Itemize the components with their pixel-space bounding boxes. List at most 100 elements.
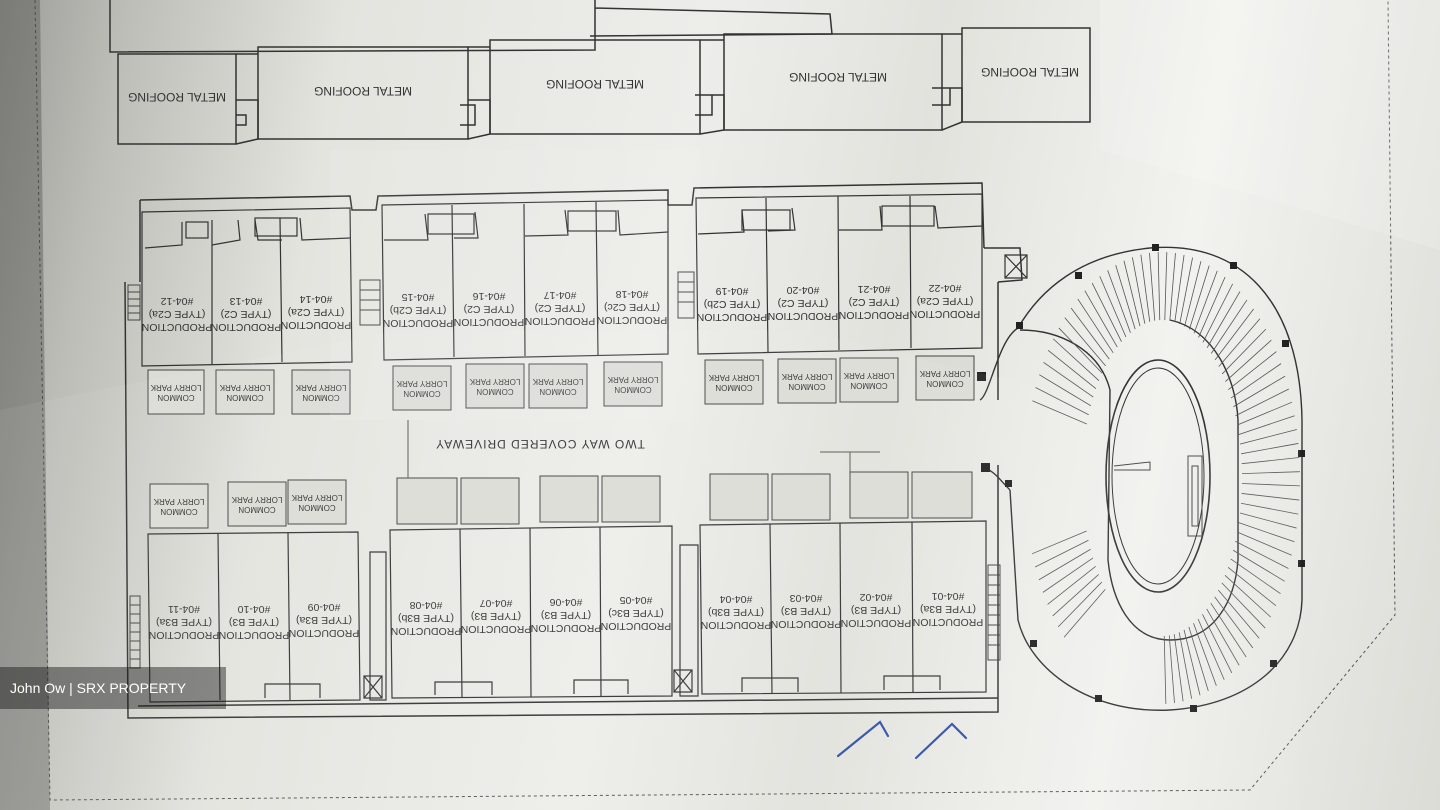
unit-use: PRODUCTION	[841, 617, 912, 629]
ramp-markers	[977, 244, 1305, 712]
unit-number: #04-21	[857, 283, 890, 295]
ramp-tread-line	[1179, 257, 1193, 325]
ramp-tread-line	[1077, 298, 1114, 354]
ramp-tread-line	[1239, 512, 1297, 529]
ramp-tread-line	[1240, 502, 1299, 515]
paper-border	[34, 0, 1396, 801]
lorry-park-label: LORRY PARK	[153, 497, 204, 506]
unit-type: (TYPE B3b)	[398, 612, 454, 624]
roof-label: METAL ROOFING	[981, 65, 1079, 79]
ramp-tread-line	[1039, 374, 1092, 407]
ramp-tread-line	[1202, 614, 1233, 674]
ramp-tread-line	[1240, 443, 1299, 455]
unit-type: (TYPE B3b)	[708, 606, 764, 618]
lorry-park-label: LORRY PARK	[843, 371, 894, 380]
unit-type: (TYPE B3)	[541, 609, 591, 621]
ramp-tread-line	[1091, 282, 1122, 342]
unit-use: PRODUCTION	[839, 309, 910, 321]
roof-label: METAL ROOFING	[546, 77, 644, 91]
unit-type: (TYPE B3)	[229, 616, 279, 628]
ramp-tread-line	[1206, 608, 1240, 666]
ramp-tread-line	[1238, 415, 1295, 435]
unit-number: #04-04	[719, 593, 752, 605]
unit-number: #04-17	[543, 289, 576, 301]
ramp-tread-line	[1063, 589, 1106, 638]
ramp-tread-line	[1064, 317, 1106, 367]
unit-type: (TYPE C2a)	[149, 308, 206, 320]
ramp-tread-line	[1193, 623, 1217, 686]
roof-labels: METAL ROOFING METAL ROOFING METAL ROOFIN…	[128, 65, 1079, 104]
ramp-tread-line	[1206, 291, 1241, 348]
ramp-tread-line	[1188, 265, 1210, 330]
ramp-tread-line	[1070, 307, 1110, 360]
ramp-tread-line	[1235, 388, 1290, 417]
lorry-park-label: LORRY PARK	[781, 372, 832, 381]
ramp-tread-line	[1235, 540, 1289, 569]
unit-number: #04-15	[401, 291, 434, 303]
unit-type: (TYPE B3a)	[156, 616, 212, 628]
unit-number: #04-11	[168, 603, 200, 615]
unit-number: #04-19	[715, 285, 748, 297]
unit-type: (TYPE B3)	[471, 610, 521, 622]
unit-use: PRODUCTION	[289, 627, 360, 639]
ramp-tread-line	[1240, 429, 1297, 445]
unit-type: (TYPE C2b)	[390, 304, 447, 316]
ramp-tread-line	[1149, 252, 1156, 321]
ramp-tread-line	[1230, 363, 1282, 399]
ramp-tread-line	[1168, 635, 1175, 704]
bottom-lorry-parks	[149, 471, 973, 529]
driveway-label: TWO WAY COVERED DRIVEWAY	[435, 437, 645, 451]
ramp-tread-line	[1218, 318, 1261, 367]
lorry-park-label: COMMON	[160, 507, 198, 516]
lorry-park-label: COMMON	[539, 387, 577, 396]
ramp-treads	[1031, 252, 1300, 704]
ramp-tread-line	[1202, 283, 1234, 343]
lorry-park-label: LORRY PARK	[532, 377, 583, 386]
ramp-tread-line	[1057, 581, 1103, 628]
lorry-park-label: LORRY PARK	[607, 375, 658, 384]
unit-number: #04-16	[472, 290, 505, 302]
ramp-tread-line	[1232, 549, 1285, 582]
ramp-tread-line	[1188, 626, 1209, 692]
unit-number: #04-08	[409, 599, 442, 611]
ramp-tread-line	[1241, 457, 1300, 465]
lorry-park-label: COMMON	[403, 389, 441, 398]
unit-use: PRODUCTION	[531, 622, 602, 634]
bottom-units-grid	[147, 254, 1028, 703]
unit-type: (TYPE C2)	[778, 297, 829, 309]
unit-use: PRODUCTION	[461, 623, 532, 635]
blue-pen-mark	[836, 720, 890, 758]
unit-use: PRODUCTION	[601, 620, 672, 632]
lorry-park-label: COMMON	[850, 381, 888, 390]
ramp-tread-line	[1224, 574, 1272, 618]
unit-use: PRODUCTION	[454, 316, 525, 328]
ramp-tread-line	[1241, 493, 1300, 501]
unit-number: #04-20	[786, 284, 819, 296]
lorry-park-label: LORRY PARK	[219, 383, 270, 392]
ramp-tread-line	[1123, 260, 1141, 327]
ramp-tread-line	[1193, 270, 1218, 334]
lorry-park-label: LORRY PARK	[396, 379, 447, 388]
ramp-tread-line	[1218, 589, 1260, 639]
lorry-park-label: LORRY PARK	[919, 369, 970, 378]
ramp-tread-line	[1198, 276, 1226, 338]
ramp-tread-line	[1107, 270, 1131, 333]
unit-use: PRODUCTION	[281, 319, 352, 331]
spiral-ramp	[979, 246, 1303, 711]
top-lorry-parks	[147, 355, 975, 415]
watermark: John Ow | SRX PROPERTY	[0, 667, 226, 709]
lorry-park-label: LORRY PARK	[150, 383, 201, 392]
unit-use: PRODUCTION	[391, 625, 462, 637]
ramp-tread-line	[1163, 635, 1167, 704]
lorry-park-label: COMMON	[476, 387, 514, 396]
ramp-tread-line	[1052, 338, 1100, 382]
ramp-tread-line	[1032, 400, 1087, 425]
lorry-park-label: COMMON	[298, 503, 336, 512]
ramp-tread-line	[1031, 530, 1087, 555]
ramp-tread-line	[1131, 257, 1146, 324]
bottom-unit-labels: PRODUCTION(TYPE B3a)#04-11 PRODUCTION(TY…	[149, 590, 984, 641]
ramp-tread-line	[1197, 618, 1225, 680]
unit-number: #04-05	[619, 594, 652, 606]
ramp-tread-line	[1042, 557, 1094, 593]
